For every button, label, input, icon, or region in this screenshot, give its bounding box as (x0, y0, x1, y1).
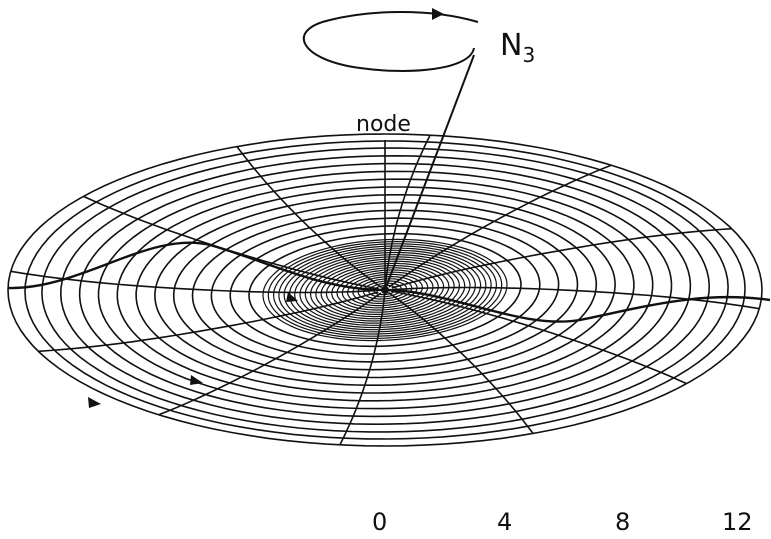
radial-spoke (392, 286, 760, 310)
rotation-arrow-icon (88, 397, 101, 408)
disk-ring (347, 273, 423, 307)
radial-spoke (388, 164, 612, 288)
disk-ring (210, 217, 560, 363)
disk-ring (262, 238, 508, 342)
n3-label: N3 (500, 28, 535, 67)
disk-ring (283, 247, 487, 333)
radial-spoke (158, 292, 382, 416)
disk-ring (191, 209, 579, 371)
disk-ring (320, 262, 450, 318)
disk-ring (97, 170, 673, 410)
disk-ring (325, 265, 445, 315)
disk-ring (7, 133, 763, 447)
radial-grid-lines (10, 134, 760, 446)
rotation-arrow-icon (286, 292, 298, 302)
disk-ring (368, 282, 402, 298)
n3-label-subscript: 3 (522, 43, 536, 67)
disk-ring (41, 147, 729, 433)
precession-arrow-icon (432, 8, 444, 20)
disk-ring (315, 260, 455, 320)
disk-ring (362, 280, 408, 300)
precession-loop (302, 11, 479, 72)
scale-tick-label: 0 (372, 508, 388, 536)
disk-ring (59, 154, 710, 426)
radial-spoke (391, 290, 687, 385)
disk-ring (267, 240, 503, 340)
scale-tick-label: 4 (497, 508, 513, 536)
disk-ring (331, 267, 439, 313)
rotation-arrow-icon (190, 375, 203, 385)
scale-tick-label: 12 (722, 508, 753, 536)
n3-label-base: N (500, 28, 523, 63)
radial-spoke (10, 270, 378, 294)
disk-ring (172, 201, 598, 379)
disk-ring (278, 245, 492, 335)
disk-ring (78, 162, 692, 418)
disk-ring (357, 278, 413, 302)
disk-ring (294, 251, 476, 329)
disk-ring (154, 194, 616, 386)
radial-spoke (384, 134, 431, 287)
disk-ring (135, 186, 635, 394)
disk-rings (7, 133, 763, 447)
disk-center (381, 286, 389, 294)
disk-ring (116, 178, 654, 402)
disk-ring (24, 140, 746, 440)
radial-spoke (388, 291, 534, 434)
disk-ring (229, 225, 541, 355)
disk-ring (341, 271, 429, 309)
node-label: node (356, 112, 411, 137)
disk-ring (352, 276, 418, 304)
disk-ring (309, 258, 461, 322)
radial-spoke (339, 293, 386, 446)
disk-ring (299, 254, 471, 326)
spin-axis-line (384, 54, 475, 291)
radial-spoke (236, 146, 382, 289)
disk-ring (272, 243, 498, 337)
disk-ring (248, 232, 522, 348)
disk-ring (304, 256, 466, 324)
disk-ring (336, 269, 434, 311)
radial-spoke (38, 291, 379, 353)
radial-spoke (391, 227, 732, 289)
scale-tick-label: 8 (615, 508, 631, 536)
